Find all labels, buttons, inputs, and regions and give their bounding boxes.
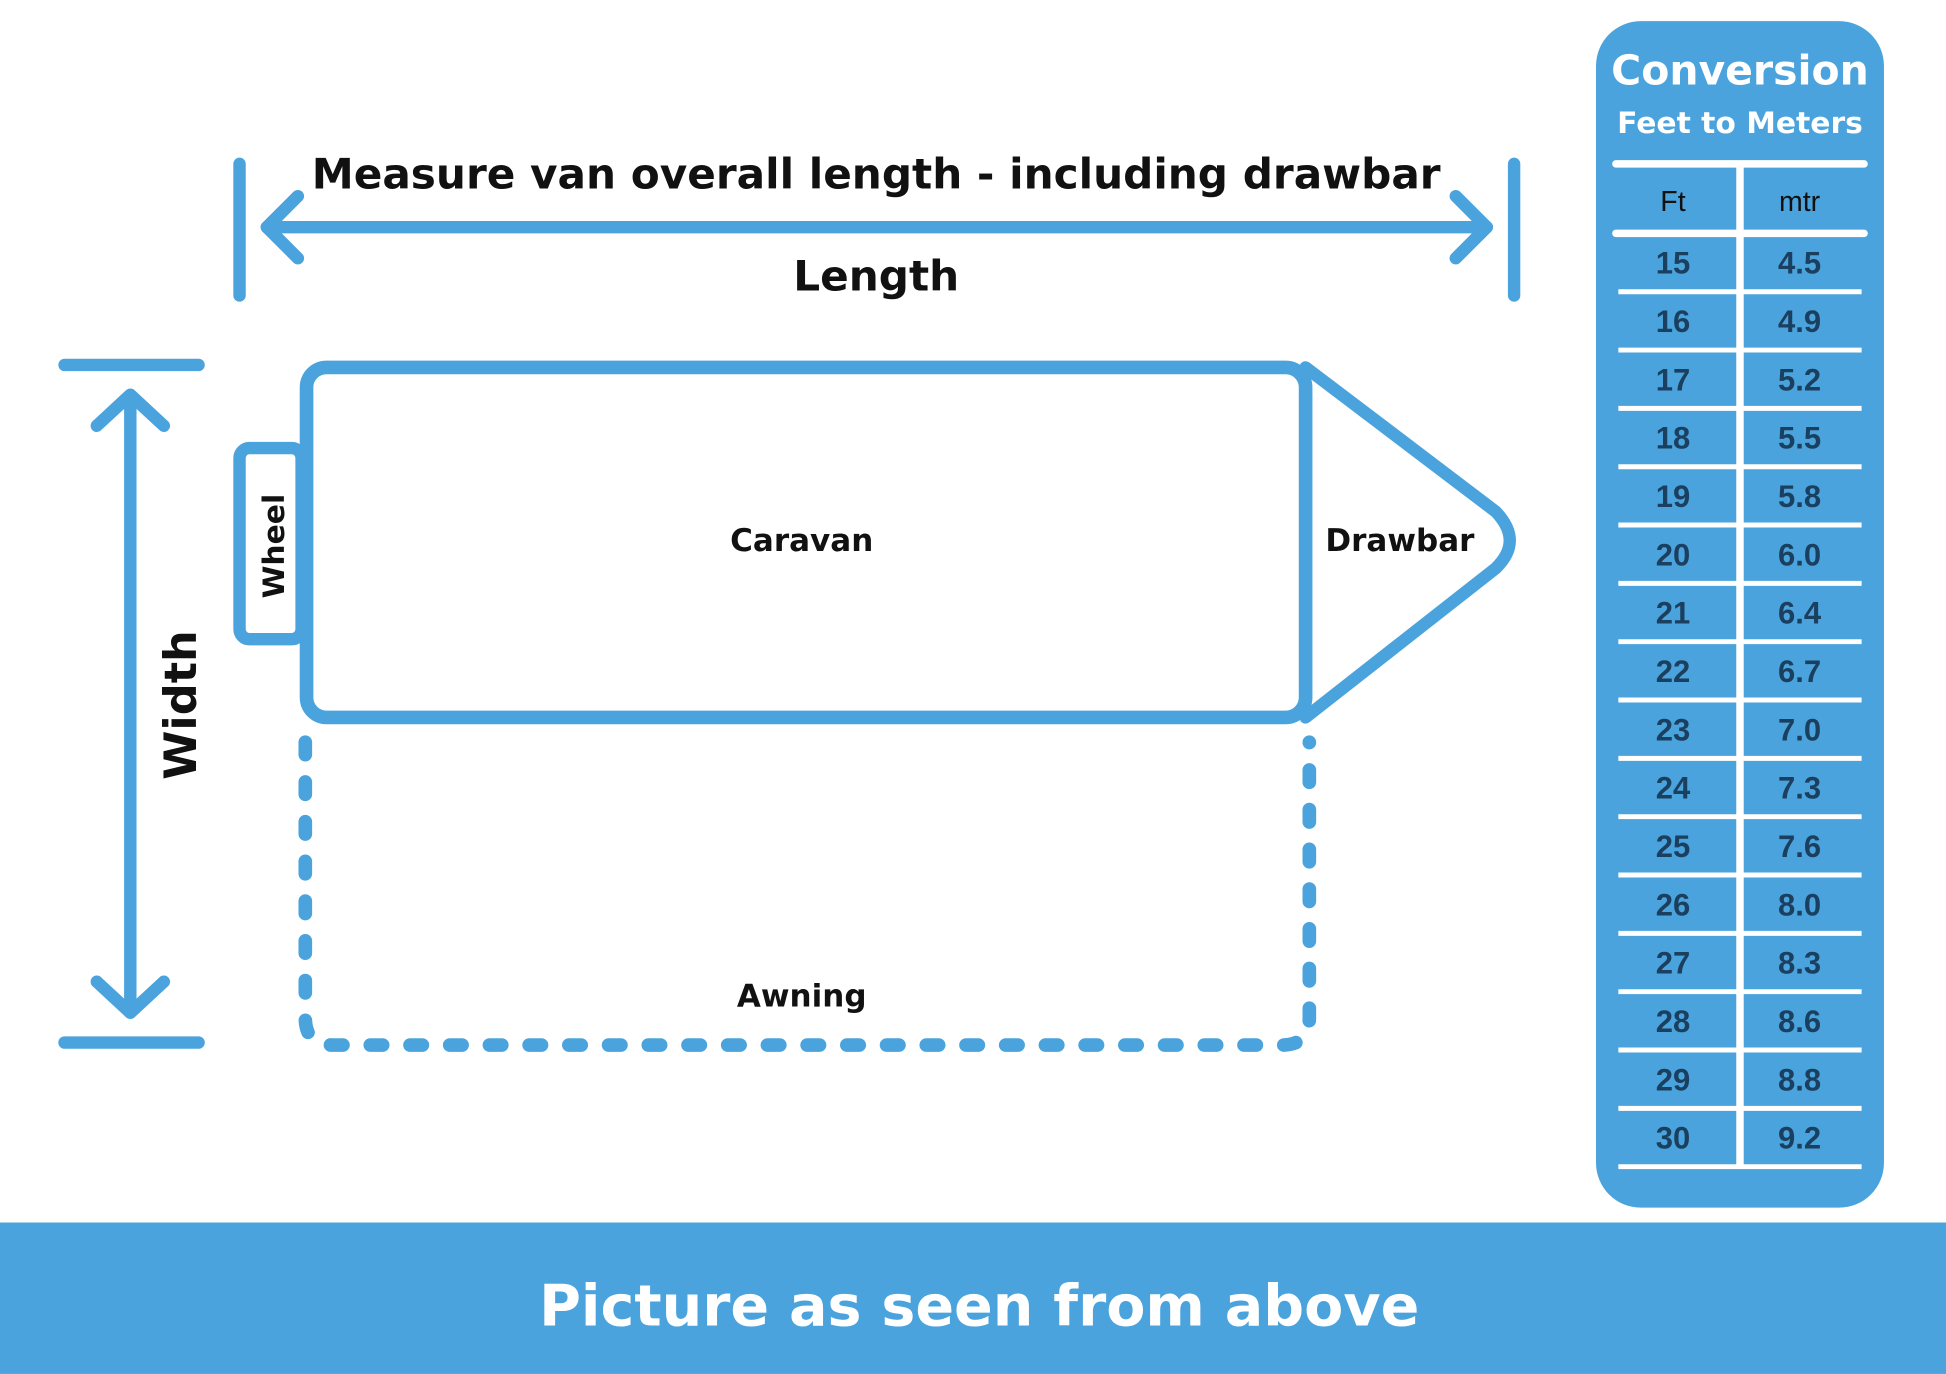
ft-value: 30 — [1656, 1121, 1691, 1156]
wheel-outline — [233, 441, 308, 646]
length-label: Length — [793, 251, 959, 300]
mtr-value: 7.6 — [1778, 829, 1821, 864]
ft-value: 21 — [1656, 596, 1691, 631]
length-caption: Measure van overall length - including d… — [312, 150, 1441, 199]
mtr-value: 7.0 — [1778, 712, 1821, 747]
width-label: Width — [155, 630, 207, 780]
mtr-value: 6.0 — [1778, 537, 1821, 572]
footer-caption: Picture as seen from above — [539, 1274, 1419, 1340]
awning-label: Awning — [737, 979, 867, 1015]
ft-value: 28 — [1656, 1004, 1691, 1039]
footer-band — [0, 1222, 1946, 1374]
header-ft: Ft — [1660, 186, 1685, 218]
mtr-value: 8.0 — [1778, 887, 1821, 922]
width-arrow — [58, 358, 205, 1049]
mtr-value: 8.3 — [1778, 946, 1821, 981]
ft-value: 17 — [1656, 362, 1691, 397]
mtr-value: 7.3 — [1778, 771, 1821, 806]
ft-value: 15 — [1656, 246, 1691, 281]
mtr-value: 4.5 — [1778, 246, 1821, 281]
length-arrow — [233, 157, 1521, 302]
ft-value: 19 — [1656, 479, 1691, 514]
ft-value: 29 — [1656, 1062, 1691, 1097]
mtr-value: 6.4 — [1778, 596, 1822, 631]
header-mtr: mtr — [1779, 186, 1821, 218]
ft-value: 25 — [1656, 829, 1691, 864]
mtr-value: 8.6 — [1778, 1004, 1821, 1039]
ft-value: 18 — [1656, 421, 1691, 456]
ft-value: 22 — [1656, 654, 1691, 689]
mtr-value: 5.2 — [1778, 362, 1821, 397]
awning-outline — [298, 735, 1317, 1052]
ft-value: 24 — [1656, 771, 1691, 806]
conversion-subtitle: Feet to Meters — [1617, 106, 1863, 141]
mtr-value: 8.8 — [1778, 1062, 1821, 1097]
mtr-value: 4.9 — [1778, 304, 1821, 339]
mtr-value: 9.2 — [1778, 1121, 1821, 1156]
drawbar-outline — [1299, 361, 1516, 724]
ft-value: 23 — [1656, 712, 1691, 747]
ft-value: 26 — [1656, 887, 1691, 922]
ft-value: 20 — [1656, 537, 1691, 572]
mtr-value: 6.7 — [1778, 654, 1821, 689]
conversion-title: Conversion — [1611, 46, 1869, 94]
ft-value: 16 — [1656, 304, 1691, 339]
mtr-value: 5.5 — [1778, 421, 1821, 456]
drawbar-label: Drawbar — [1325, 523, 1475, 559]
ft-value: 27 — [1656, 946, 1691, 981]
caravan-label: Caravan — [730, 523, 873, 559]
mtr-value: 5.8 — [1778, 479, 1821, 514]
wheel-label: Wheel — [257, 494, 292, 599]
